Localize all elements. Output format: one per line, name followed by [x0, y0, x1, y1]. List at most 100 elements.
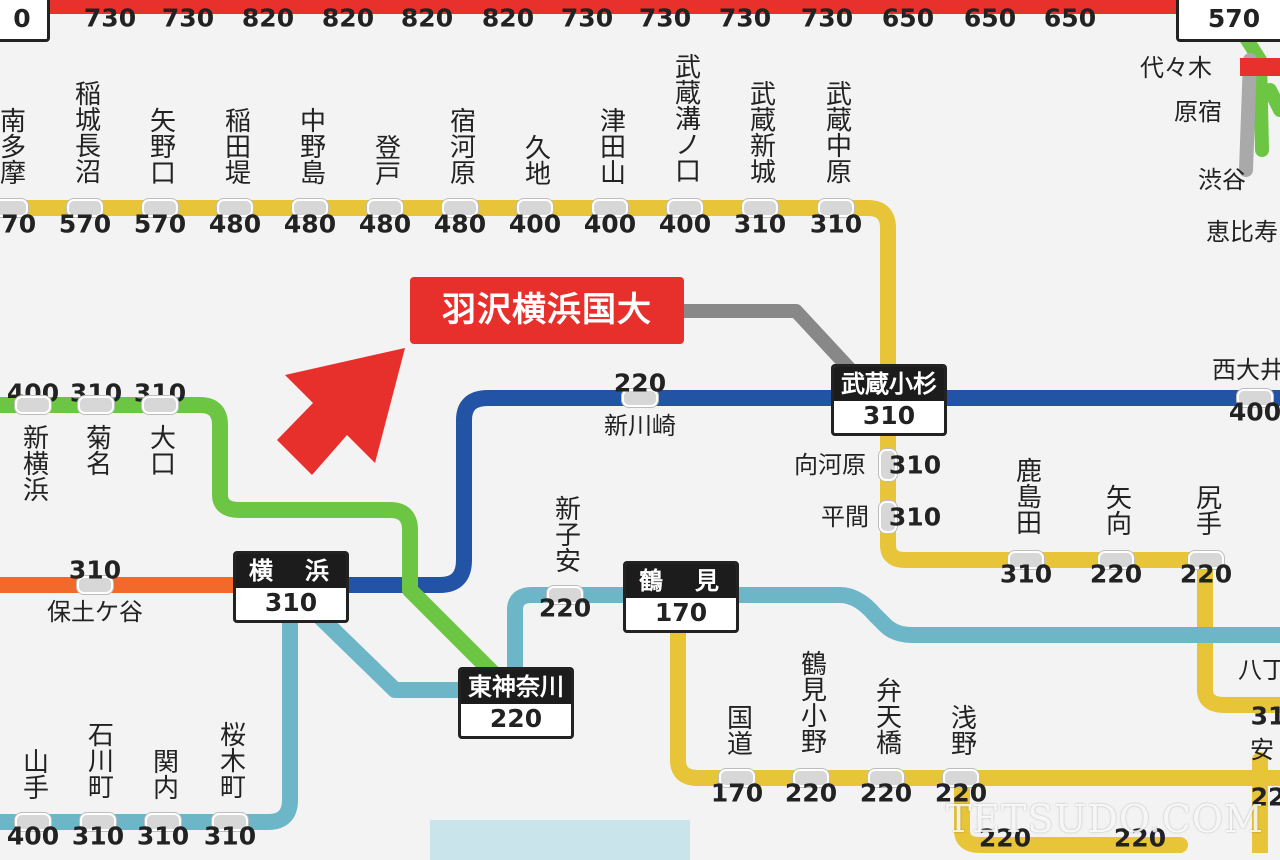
tsurumi-station-mark: [793, 769, 829, 787]
fare-mukaigawara: 310: [888, 450, 942, 480]
tsurumi-station-name: 鶴見小野: [796, 650, 827, 754]
top-fare: 730: [83, 3, 137, 33]
fare-shinkawasaki: 220: [613, 368, 667, 398]
nambu-station-fare: 400: [658, 209, 712, 239]
branch-station-fare: 220: [1179, 559, 1233, 589]
negishi-station-fare: 400: [6, 821, 60, 851]
negishi-station-mark: [212, 813, 248, 831]
station-anzen: 安: [1250, 736, 1274, 764]
nambu-station-name: 武蔵溝ノ口: [670, 53, 701, 183]
top-fare: 730: [560, 3, 614, 33]
nambu-station-mark: [742, 199, 778, 217]
nambu-station-name: 久地: [520, 134, 551, 186]
nambu-station-fare: 480: [433, 209, 487, 239]
nambu-station-mark: [67, 199, 103, 217]
tsurumi-line: [670, 620, 1280, 786]
yokohama-line: [0, 397, 508, 688]
nambu-station-name: 南多摩: [0, 107, 26, 185]
station-nishioi: 西大井: [1212, 356, 1280, 384]
top-fare: 650: [881, 3, 935, 33]
nambu-station-mark: [667, 199, 703, 217]
nambu-station-name: 登戸: [370, 134, 401, 186]
negishi-station-name: 関内: [148, 748, 179, 800]
branch-station-name: 鹿島田: [1011, 457, 1042, 535]
nambu-station-name: 矢野口: [145, 107, 176, 185]
station-yoyogi: 代々木: [1140, 54, 1212, 82]
branch-station-name: 尻手: [1191, 484, 1222, 536]
nambu-station-fare: 480: [358, 209, 412, 239]
station-tsurumi: 鶴 見 170: [623, 561, 739, 633]
top-fare: 730: [638, 3, 692, 33]
top-fare: 820: [400, 3, 454, 33]
yokohama-line-name: 菊名: [81, 424, 112, 476]
nambu-station-mark: [367, 199, 403, 217]
keihin-tohoku-north: [507, 587, 1280, 676]
top-fare: 820: [481, 3, 535, 33]
station-hodogaya: 保土ケ谷: [47, 598, 143, 626]
sotetsu-link: [677, 304, 867, 387]
station-harajuku: 原宿: [1174, 98, 1222, 126]
top-left-box: 0: [0, 0, 50, 42]
yamanote-gray: [1239, 53, 1257, 177]
nambu-station-name: 津田山: [595, 107, 626, 185]
nambu-station-mark: [0, 199, 28, 217]
nambu-station-mark: [818, 199, 854, 217]
station-shinkoyasu: 新子安: [550, 495, 581, 573]
nambu-station-fare: 570: [58, 209, 112, 239]
top-fare: 730: [161, 3, 215, 33]
station-hirama: 平間: [821, 503, 869, 531]
yamanote-green-right: [1263, 83, 1280, 117]
top-fare: 730: [718, 3, 772, 33]
tsurumi-station-name: 弁天橋: [871, 677, 902, 755]
fare-right-edge: 31: [1250, 701, 1280, 731]
nambu-station-fare: 400: [508, 209, 562, 239]
nambu-station-name: 中野島: [295, 107, 326, 185]
nambu-station-fare: 570: [0, 209, 37, 239]
station-musashikosugi: 武蔵小杉 310: [831, 364, 947, 436]
destination-hazawa-yokohama-kokudai: 羽沢横浜国大: [410, 277, 684, 344]
watermark: TETSUDO.COM: [945, 797, 1264, 841]
negishi-line: [0, 607, 298, 830]
negishi-station-mark: [15, 813, 51, 831]
nambu-station-fare: 310: [809, 209, 863, 239]
yokohama-line-name: 大口: [145, 424, 176, 476]
tsurumi-station-name: 国道: [722, 704, 753, 756]
mark-mukaigawara: [879, 449, 897, 481]
fare-hirama: 310: [888, 502, 942, 532]
top-fare: 650: [1043, 3, 1097, 33]
negishi-station-mark: [80, 813, 116, 831]
nambu-station-name: 稲城長沼: [70, 80, 101, 184]
top-right-box: 570: [1176, 0, 1280, 42]
station-mukaigawara: 向河原: [794, 451, 866, 479]
branch-station-mark: [1008, 551, 1044, 569]
negishi-station-name: 桜木町: [215, 721, 246, 799]
tsurumi-station-fare: 220: [784, 778, 838, 808]
negishi-station-name: 山手: [18, 748, 49, 800]
fare-hodogaya: 310: [68, 555, 122, 585]
yokohama-line-mark: [142, 396, 178, 414]
nambu-station-fare: 310: [733, 209, 787, 239]
mark-hirama: [879, 501, 897, 533]
nambu-station-name: 宿河原: [445, 107, 476, 185]
mark-shinkoyasu: [547, 586, 583, 604]
yokosuka-line: [337, 390, 1280, 593]
negishi-station-name: 石川町: [83, 721, 114, 799]
nambu-station-name: 武蔵中原: [821, 80, 852, 184]
mark-shinkawasaki: [622, 389, 658, 407]
fare-nishioi: 400: [1228, 397, 1280, 427]
tsurumi-line-lower: [954, 772, 1188, 853]
station-yokohama: 横 浜 310: [233, 551, 349, 623]
fare-tsurumi-lower-2: 220: [1113, 823, 1167, 853]
station-higashikanagawa: 東神奈川 220: [458, 667, 574, 739]
top-fare: 820: [321, 3, 375, 33]
mark-hodogaya: [77, 576, 113, 594]
nambu-station-fare: 570: [133, 209, 187, 239]
destination-arrow: [277, 348, 405, 475]
tsurumi-station-mark: [719, 769, 755, 787]
negishi-station-fare: 310: [136, 821, 190, 851]
negishi-station-fare: 310: [203, 821, 257, 851]
negishi-station-fare: 310: [71, 821, 125, 851]
tsurumi-station-fare: 220: [859, 778, 913, 808]
yokohama-line-mark: [15, 396, 51, 414]
station-hatchonawate: 八丁: [1238, 656, 1280, 684]
